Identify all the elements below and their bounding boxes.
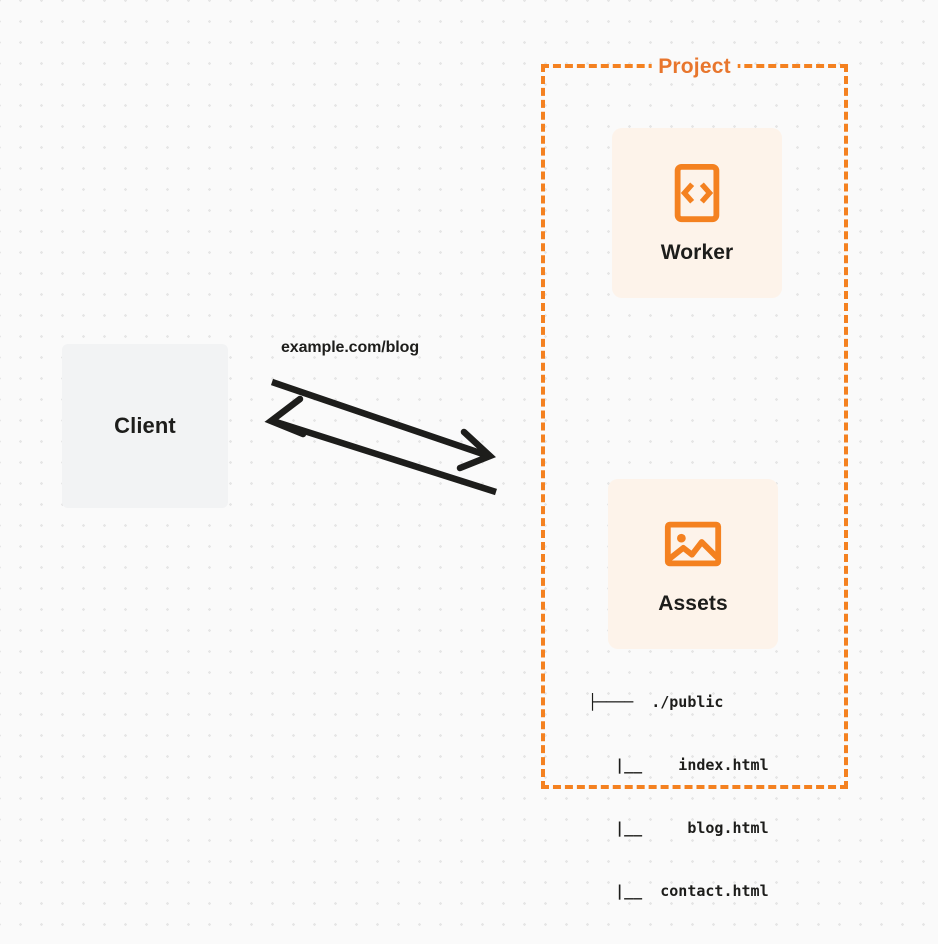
worker-card-title: Worker bbox=[660, 240, 734, 264]
file-tree-line: ├──── ./public bbox=[588, 693, 724, 711]
diagram-canvas: Client example.com/blog Project Worker bbox=[62, 55, 848, 900]
connection-arrows bbox=[264, 378, 497, 496]
file-tree-line: |__ index.html bbox=[588, 756, 769, 774]
client-node[interactable]: Client bbox=[62, 344, 228, 508]
file-tree-line: |__ blog.html bbox=[588, 819, 769, 837]
response-arrow bbox=[264, 395, 497, 496]
client-label: Client bbox=[114, 413, 176, 438]
worker-card[interactable]: Worker bbox=[612, 128, 782, 298]
file-tree-line: |__ contact.html bbox=[588, 882, 769, 900]
connection-url-label: example.com/blog bbox=[281, 339, 419, 356]
project-container[interactable]: Project bbox=[541, 55, 848, 789]
assets-file-tree: ├──── ./public |__ index.html |__ blog.h… bbox=[588, 650, 769, 944]
assets-card-title: Assets bbox=[658, 591, 728, 615]
code-brackets-icon bbox=[674, 163, 720, 222]
request-arrow bbox=[270, 378, 496, 472]
image-icon bbox=[664, 521, 722, 566]
assets-card[interactable]: Assets bbox=[608, 479, 778, 649]
project-title: Project bbox=[651, 55, 738, 79]
